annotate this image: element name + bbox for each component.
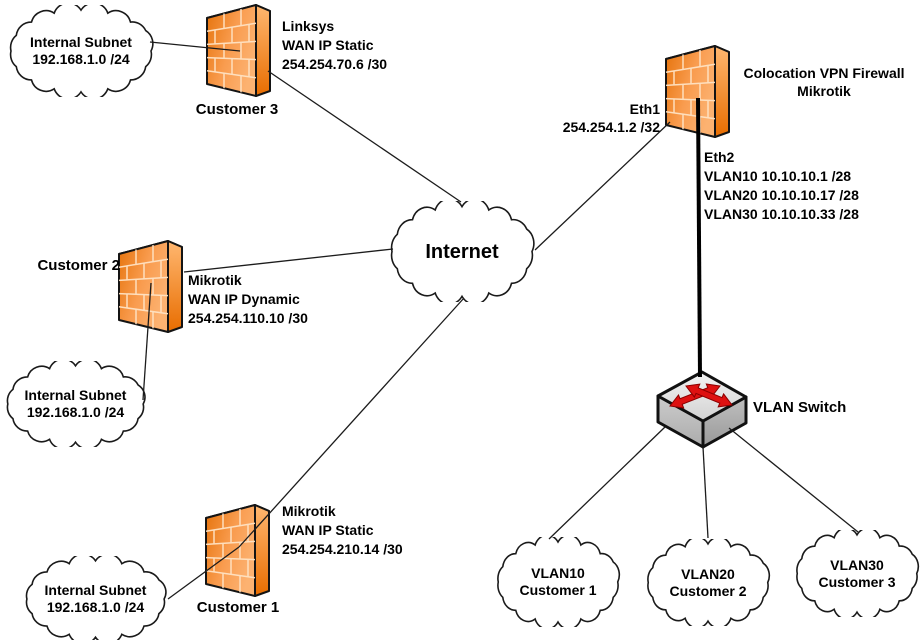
- vlan30-text: VLAN30 Customer 3: [793, 530, 921, 617]
- firewall-info-customer3: Linksys WAN IP Static 254.254.70.6 /30: [282, 17, 387, 74]
- wan-type: WAN IP Dynamic: [188, 291, 300, 307]
- eth2-name: Eth2: [704, 149, 735, 165]
- subnet-name: Internal Subnet: [24, 387, 127, 403]
- firewall-icon-colocation: [664, 42, 732, 142]
- cloud-internet: Internet: [387, 201, 537, 302]
- subnet-address: 192.168.1.0 /24: [46, 599, 145, 615]
- wan-ip: 254.254.210.14 /30: [282, 541, 403, 557]
- device-name: Mikrotik: [282, 503, 336, 519]
- vlan-customer: Customer 1: [519, 582, 597, 598]
- subnet-name: Internal Subnet: [30, 34, 132, 50]
- subnet-name: Internal Subnet: [44, 582, 147, 598]
- vlan-id: VLAN10: [531, 565, 585, 581]
- colocation-title-line1: Colocation VPN Firewall: [743, 65, 905, 81]
- vlan-customer: Customer 2: [669, 582, 747, 599]
- cloud-internal-subnet-customer3: Internal Subnet 192.168.1.0 /24: [6, 5, 156, 97]
- subnet-address: 192.168.1.0 /24: [32, 51, 130, 67]
- wan-type: WAN IP Static: [282, 522, 374, 538]
- firewall-icon-customer1: [204, 501, 272, 601]
- label-customer2: Customer 2: [37, 257, 120, 274]
- eth1-ip: 254.254.1.2 /32: [562, 119, 660, 135]
- device-name: Mikrotik: [188, 272, 242, 288]
- link-firewall-customer3-to-internet: [267, 70, 462, 203]
- vlan10-text: VLAN10 Customer 1: [494, 537, 622, 627]
- colocation-title: Colocation VPN Firewall Mikrotik: [728, 64, 920, 100]
- internal-subnet-customer2-text: Internal Subnet 192.168.1.0 /24: [3, 361, 148, 447]
- link-switch-to-vlan30: [728, 427, 859, 533]
- vlan-switch-label: VLAN Switch: [753, 399, 847, 416]
- switch-icon: [656, 370, 748, 450]
- wan-ip: 254.254.110.10 /30: [188, 310, 308, 326]
- eth1-label: Eth1 254.254.1.2 /32: [510, 100, 660, 136]
- cloud-vlan10-customer1: VLAN10 Customer 1: [494, 537, 622, 627]
- cloud-vlan30-customer3: VLAN30 Customer 3: [793, 530, 921, 617]
- firewall-icon-customer2: [117, 237, 185, 337]
- link-internet-to-colocation-eth1: [534, 121, 671, 251]
- wan-ip: 254.254.70.6 /30: [282, 56, 388, 72]
- firewall-icon-customer3: [205, 1, 273, 101]
- eth2-vlan10: VLAN10 10.10.10.1 /28: [704, 168, 852, 184]
- firewall-info-customer1: Mikrotik WAN IP Static 254.254.210.14 /3…: [282, 502, 403, 559]
- internal-subnet-customer1-text: Internal Subnet 192.168.1.0 /24: [22, 556, 169, 640]
- label-customer1: Customer 1: [196, 599, 280, 616]
- eth2-vlan30: VLAN30 10.10.10.33 /28: [704, 206, 859, 222]
- link-switch-to-vlan10: [548, 426, 666, 540]
- vlan20-text: VLAN20 Customer 2: [644, 539, 772, 626]
- subnet-address: 192.168.1.0 /24: [26, 404, 125, 420]
- vlan-id: VLAN20: [681, 565, 735, 582]
- cloud-internal-subnet-customer2: Internal Subnet 192.168.1.0 /24: [3, 361, 148, 447]
- internal-subnet-customer3-text: Internal Subnet 192.168.1.0 /24: [6, 5, 156, 97]
- label-customer3: Customer 3: [195, 101, 279, 118]
- eth2-label: Eth2 VLAN10 10.10.10.1 /28 VLAN20 10.10.…: [704, 148, 859, 224]
- vlan-id: VLAN30: [830, 556, 884, 573]
- wan-type: WAN IP Static: [282, 37, 374, 53]
- internet-label: Internet: [425, 240, 499, 263]
- cloud-vlan20-customer2: VLAN20 Customer 2: [644, 539, 772, 626]
- colocation-title-line2: Mikrotik: [797, 83, 851, 99]
- cloud-internal-subnet-customer1: Internal Subnet 192.168.1.0 /24: [22, 556, 169, 640]
- eth1-name: Eth1: [629, 101, 660, 117]
- link-switch-to-vlan20: [702, 446, 709, 539]
- vlan-customer: Customer 3: [818, 573, 896, 590]
- device-name: Linksys: [282, 18, 335, 34]
- firewall-info-customer2: Mikrotik WAN IP Dynamic 254.254.110.10 /…: [188, 271, 308, 328]
- link-firewall-customer2-to-internet: [183, 248, 394, 273]
- eth2-vlan20: VLAN20 10.10.10.17 /28: [704, 187, 859, 203]
